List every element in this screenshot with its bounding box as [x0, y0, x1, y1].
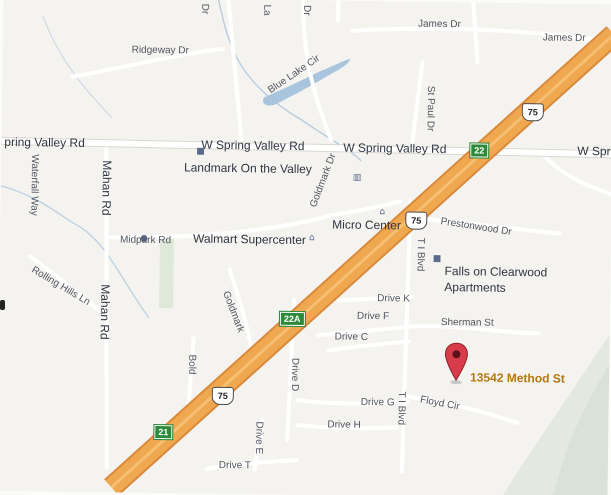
road-label: Bold [186, 354, 198, 375]
blue-lake [263, 58, 351, 106]
building-icon: ▥ [352, 172, 362, 183]
road-label: La [261, 4, 273, 16]
map-pin-icon[interactable] [444, 342, 469, 382]
road-label: St Paul Dr [424, 85, 437, 132]
place-label[interactable]: Apartments [444, 280, 506, 295]
us-75-shield-icon: 75 [211, 386, 234, 406]
exit-21-shield-icon: 21 [153, 423, 174, 441]
place-label[interactable]: Falls on Clearwood [444, 264, 548, 280]
park-strip [159, 238, 175, 309]
road-label: Drive H [327, 419, 361, 431]
place-label[interactable]: Landmark On the Valley [183, 160, 312, 177]
road-label: Mahan Rd [97, 284, 113, 340]
address-label[interactable]: 13542 Method St [470, 370, 565, 386]
shopping-bag-icon: ⌂ [379, 207, 386, 218]
exit-22-shield-icon: 22 [469, 142, 490, 159]
road-label: James Dr [542, 32, 586, 44]
road-label: W Spring Valley Rd [343, 140, 447, 157]
road-label: Ridgeway Dr [131, 44, 189, 57]
road-label: T I Blvd [395, 391, 407, 426]
park-area-inner [551, 364, 610, 495]
place-label[interactable]: Walmart Supercenter [192, 231, 307, 248]
road-label: Midpark Rd [119, 234, 172, 247]
road-label: Drive C [334, 331, 369, 343]
road-label: James Dr [417, 18, 461, 31]
road-label: Drive F [356, 310, 390, 323]
exit-22a-shield-icon: 22A [278, 310, 306, 328]
road-label: Drive T [218, 459, 251, 472]
edge-artifact [0, 300, 5, 310]
creek-line-2 [0, 185, 150, 319]
road-label: W Spring Valley Rd [201, 137, 305, 154]
us-75-shield-icon: 75 [405, 211, 428, 230]
place-label[interactable]: Micro Center [332, 217, 401, 233]
road-label: Mahan Rd [99, 160, 115, 216]
road-label: Sherman St [440, 316, 494, 329]
us-75-shield-icon: 75 [521, 103, 544, 122]
road-label: T I Blvd [414, 237, 427, 272]
road-label: Drive E [253, 421, 265, 455]
road-label: Drive K [377, 293, 411, 305]
road-label: Dr [199, 3, 211, 15]
road-label: W Spr [577, 143, 611, 159]
creek-line-3 [42, 16, 113, 118]
apartment-dot-icon: ■ [432, 253, 442, 264]
spring-valley-road [1, 137, 611, 158]
road-label: pring Valley Rd [4, 134, 85, 150]
walmart-bag-icon: ⌂ [308, 233, 315, 244]
road-label: Drive G [360, 396, 395, 409]
road-label: Drive D [288, 357, 301, 392]
road-label: Dr [301, 4, 313, 16]
road-label: Waterfall Way [28, 154, 41, 216]
pin-shadow [450, 380, 463, 385]
